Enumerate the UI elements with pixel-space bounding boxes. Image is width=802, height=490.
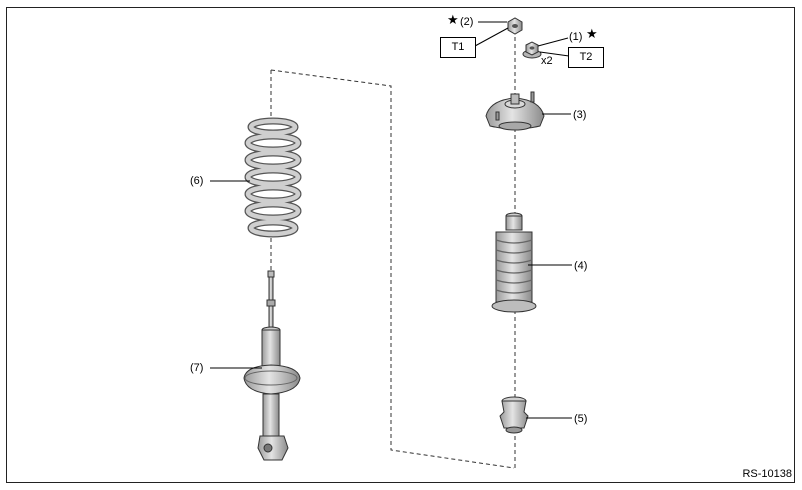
quantity-label: x2 — [541, 55, 553, 67]
diagram-frame — [6, 7, 795, 483]
flange-nut — [522, 41, 542, 59]
callout-4: (4) — [574, 260, 588, 272]
strut-mount — [485, 91, 545, 131]
assembly-guide-lines — [270, 30, 516, 469]
torque-box-t1: T1 — [440, 37, 476, 58]
callout-5: (5) — [574, 413, 588, 425]
callout-2: (2) — [460, 16, 474, 28]
leader-lines — [210, 21, 572, 419]
torque-box-t2: T2 — [568, 47, 604, 68]
star-mark-2: ★ — [447, 12, 459, 27]
coil-spring — [244, 117, 302, 238]
self-locking-nut-top — [507, 17, 523, 35]
callout-1: (1) — [569, 31, 583, 43]
bump-stopper — [499, 396, 529, 434]
callout-6: (6) — [190, 175, 204, 187]
strut-assembly — [243, 270, 301, 461]
callout-3: (3) — [573, 109, 587, 121]
figure-code: RS-10138 — [742, 468, 792, 480]
star-mark-1: ★ — [586, 26, 598, 41]
callout-7: (7) — [190, 362, 204, 374]
dust-boot — [491, 212, 537, 313]
